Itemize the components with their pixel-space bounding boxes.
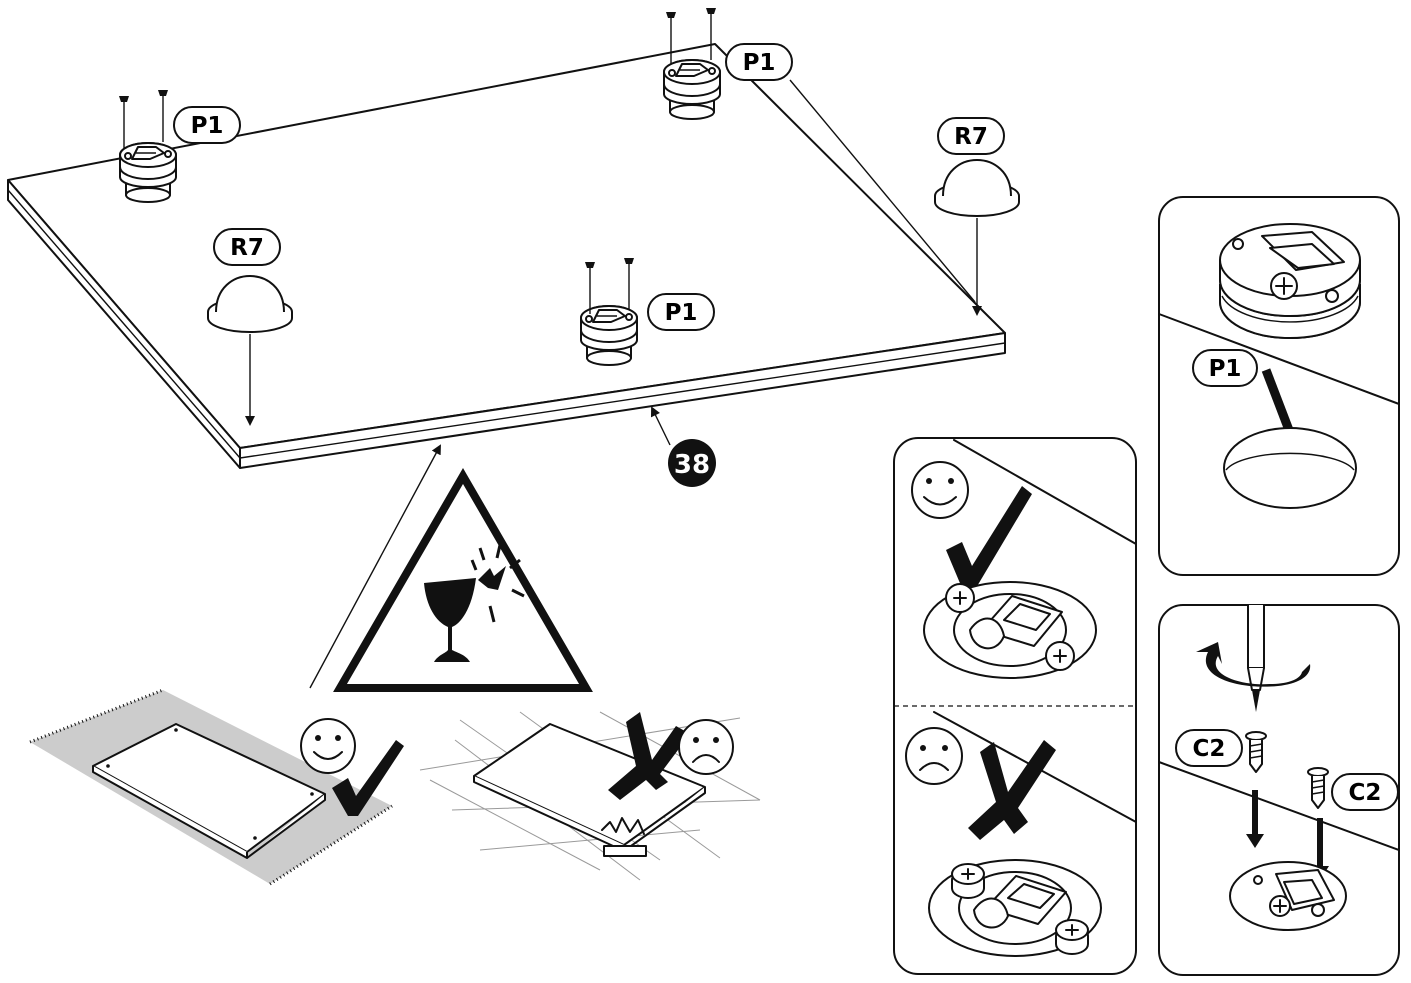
happy-face-icon xyxy=(911,461,969,519)
insert-arrow xyxy=(1261,368,1297,440)
c2-screw-left xyxy=(1245,731,1267,773)
svg-text:C2: C2 xyxy=(1349,780,1382,806)
cam-fitting-center xyxy=(580,305,638,366)
cam-orientation-detail xyxy=(893,437,1137,975)
cam-with-screws xyxy=(1229,861,1347,931)
sad-face-icon xyxy=(905,727,963,785)
svg-text:38: 38 xyxy=(674,450,710,480)
main-panel xyxy=(7,43,1006,469)
rug-surface-example xyxy=(29,688,393,886)
svg-text:P1: P1 xyxy=(1209,356,1242,382)
cross-mark-icon xyxy=(608,712,690,800)
check-mark-icon xyxy=(332,740,404,816)
cam-fitting-left xyxy=(119,142,177,203)
svg-text:P1: P1 xyxy=(743,50,776,76)
p1-insert-detail: P1 xyxy=(1158,196,1400,576)
r7-label-left: R7 xyxy=(213,228,281,266)
screw-left-a xyxy=(118,95,130,149)
cam-incorrect xyxy=(928,859,1102,957)
mounting-hole xyxy=(1223,427,1357,509)
fragile-glass-icon xyxy=(424,544,525,662)
panel-top-face xyxy=(7,43,1006,449)
fragile-warning xyxy=(333,468,593,692)
c2-screw-detail: C2 C2 xyxy=(1158,604,1400,976)
c2-label-right: C2 xyxy=(1331,773,1399,811)
hard-floor-example xyxy=(419,711,761,881)
p1-label-center: P1 xyxy=(647,293,715,331)
bumper-right xyxy=(934,159,1020,217)
cross-mark-icon xyxy=(968,740,1056,840)
p1-label-top: P1 xyxy=(725,43,793,81)
cam-correct xyxy=(923,581,1097,679)
svg-text:C2: C2 xyxy=(1193,736,1226,762)
cam-fitting-top xyxy=(663,59,721,120)
p1-cam-large xyxy=(1219,223,1361,339)
screw-left-b xyxy=(157,89,169,143)
svg-text:P1: P1 xyxy=(665,300,698,326)
p1-label-detail: P1 xyxy=(1192,349,1258,387)
sad-face-icon xyxy=(678,719,734,775)
c2-label-left: C2 xyxy=(1175,729,1243,767)
step-number-badge: 38 xyxy=(651,406,716,487)
check-mark-icon xyxy=(946,486,1032,588)
r7-label-right: R7 xyxy=(937,117,1005,155)
svg-text:P1: P1 xyxy=(191,113,224,139)
svg-text:R7: R7 xyxy=(954,124,988,150)
happy-face-icon xyxy=(300,718,356,774)
svg-text:R7: R7 xyxy=(230,235,264,261)
c2-screw-right xyxy=(1307,767,1329,809)
p1-label-left: P1 xyxy=(173,106,241,144)
